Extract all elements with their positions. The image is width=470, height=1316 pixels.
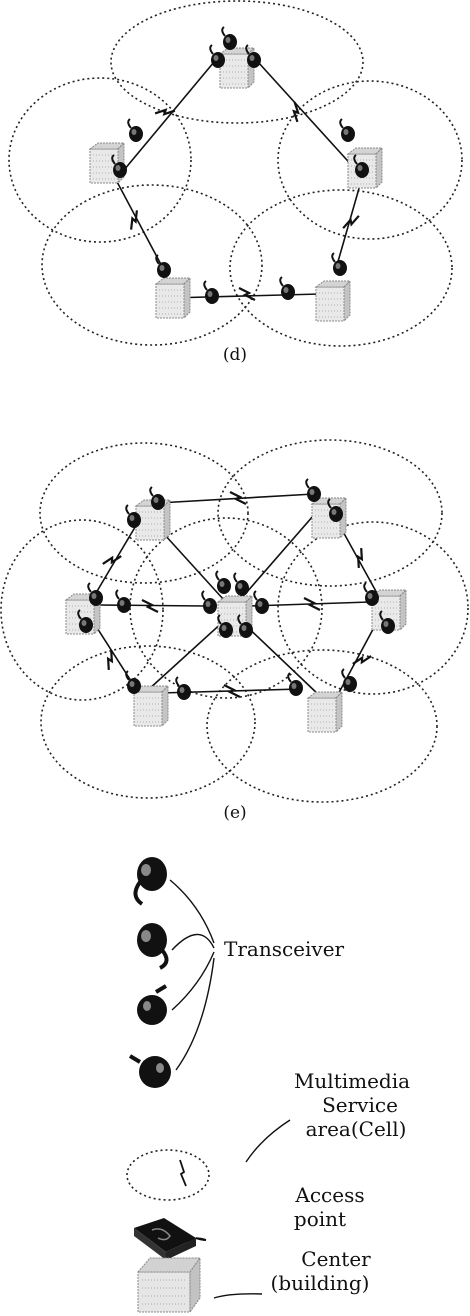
transceiver-icon	[128, 857, 171, 1088]
cell-label-line1: Multimedia	[294, 1069, 410, 1093]
access-point-label-line2: point	[294, 1207, 346, 1231]
cells-d	[8, 0, 463, 347]
links-d	[114, 61, 363, 299]
building-icon	[136, 1256, 201, 1314]
figure-e: (e)	[0, 439, 469, 823]
center-label-line2: (building)	[271, 1271, 370, 1295]
transceiver-label: Transceiver	[224, 937, 345, 961]
building-icon	[89, 47, 383, 322]
access-point-label-line1: Access	[294, 1183, 364, 1207]
figure-d: (d)	[8, 0, 463, 365]
figure-caption: (e)	[223, 803, 246, 823]
center-label-line1: Center	[301, 1247, 371, 1271]
legend: Transceiver Multimedia Service area(Cell…	[126, 857, 410, 1314]
transceiver-icon	[77, 478, 396, 701]
figure-caption: (d)	[223, 345, 247, 365]
cell-label-line3: area(Cell)	[306, 1117, 407, 1141]
wireless-link-icon	[179, 1159, 187, 1187]
access-point-icon	[134, 1218, 207, 1260]
cell-label-line2: Service	[322, 1093, 398, 1117]
leader-lines	[169, 879, 291, 1299]
cells-e	[0, 439, 469, 803]
cell-icon	[126, 1149, 210, 1201]
